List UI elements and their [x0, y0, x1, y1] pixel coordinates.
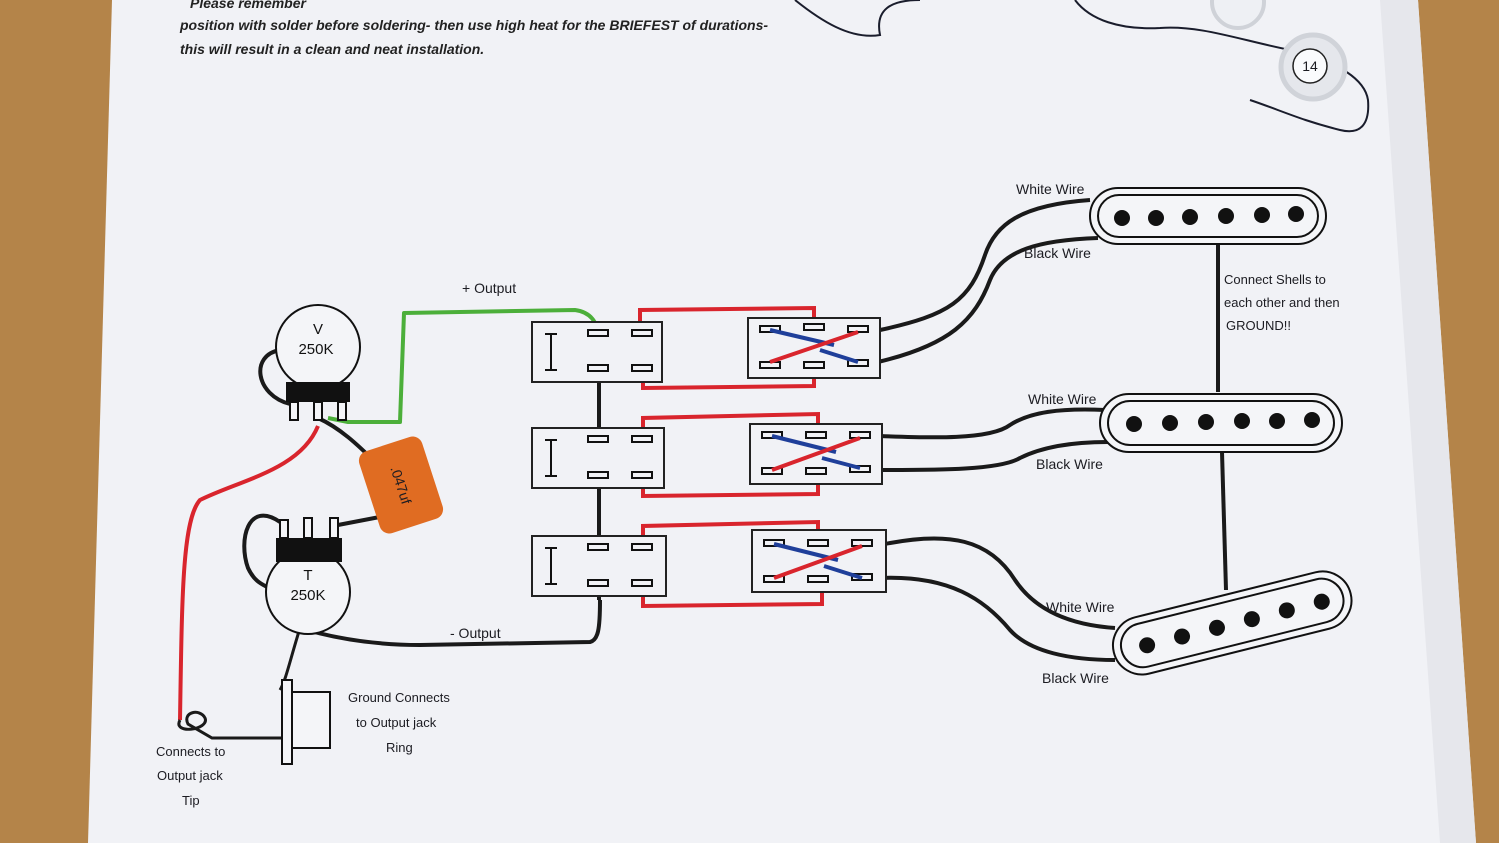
pickup-3-white-lead: [879, 536, 1116, 630]
pickup-middle: [1099, 393, 1343, 453]
pickup-2-white-lead: [879, 407, 1106, 440]
svg-text:Connect Shells to: Connect Shells to: [1224, 272, 1326, 287]
svg-text:Output jack: Output jack: [157, 768, 223, 783]
shell-ground-line-2: [1220, 451, 1228, 591]
plus-output-label: + Output: [462, 280, 516, 296]
capacitor: .047uf: [358, 436, 444, 534]
header-line-3: this will result in a clean and neat ins…: [180, 41, 484, 57]
pickup-3-white-label: White Wire: [1046, 599, 1115, 615]
pickup-2-white-label: White Wire: [1028, 391, 1097, 407]
tone-pot-letter: T: [303, 567, 312, 584]
pickguard-hole-top: [1210, 0, 1266, 30]
svg-text:Ring: Ring: [386, 740, 413, 755]
svg-text:GROUND!!: GROUND!!: [1226, 318, 1291, 333]
svg-text:each other and then: each other and then: [1224, 295, 1340, 310]
svg-text:Connects to: Connects to: [156, 744, 225, 759]
pickup-1-black-lead: [877, 236, 1099, 364]
volume-pot-value: 250K: [298, 341, 333, 358]
pickguard-screw-badge: [1292, 48, 1328, 84]
pickup-1-white-label: White Wire: [1016, 181, 1085, 197]
pickup-1-white-lead: [879, 198, 1091, 332]
pickup-2-black-lead: [879, 440, 1109, 472]
volume-lug-loop: [258, 348, 291, 406]
pickup-neck: [1089, 187, 1327, 245]
pickup-2-black-label: Black Wire: [1036, 456, 1103, 472]
switch-2-jumpers: [771, 434, 861, 472]
pickup-3-black-lead: [879, 575, 1116, 662]
tip-note: Connects to Output jack Tip: [156, 744, 225, 808]
svg-text:Tip: Tip: [182, 793, 200, 808]
minus-output-label: - Output: [450, 625, 501, 641]
switch-1-jumpers: [769, 328, 859, 364]
shells-note: Connect Shells to each other and then GR…: [1224, 272, 1340, 333]
tone-pot: T 250K: [265, 517, 351, 635]
pickguard-badge-number: 14: [1302, 58, 1318, 74]
pickup-bridge: [1112, 570, 1353, 676]
jack-tip-hook: [177, 710, 282, 740]
header-line-1: Please remember: [190, 0, 308, 11]
ground-note: Ground Connects to Output jack Ring: [348, 690, 450, 755]
switch-3-jumpers: [773, 542, 863, 580]
volume-pot: V 250K: [275, 304, 361, 421]
output-jack: [281, 679, 331, 765]
red-tip-wire: [178, 425, 320, 721]
header-line-2: position with solder before soldering- t…: [179, 17, 768, 33]
minus-output-wire: [299, 599, 602, 648]
paper-shadow: [1380, 0, 1476, 843]
pickup-1-black-label: Black Wire: [1024, 245, 1091, 261]
tone-pot-value: 250K: [290, 587, 325, 604]
svg-text:to Output jack: to Output jack: [356, 715, 437, 730]
volume-pot-letter: V: [313, 321, 323, 338]
switch-lugs: [545, 323, 873, 587]
tone-lug-loop: [242, 513, 282, 592]
svg-text:Ground Connects: Ground Connects: [348, 690, 450, 705]
pickup-3-black-label: Black Wire: [1042, 670, 1109, 686]
